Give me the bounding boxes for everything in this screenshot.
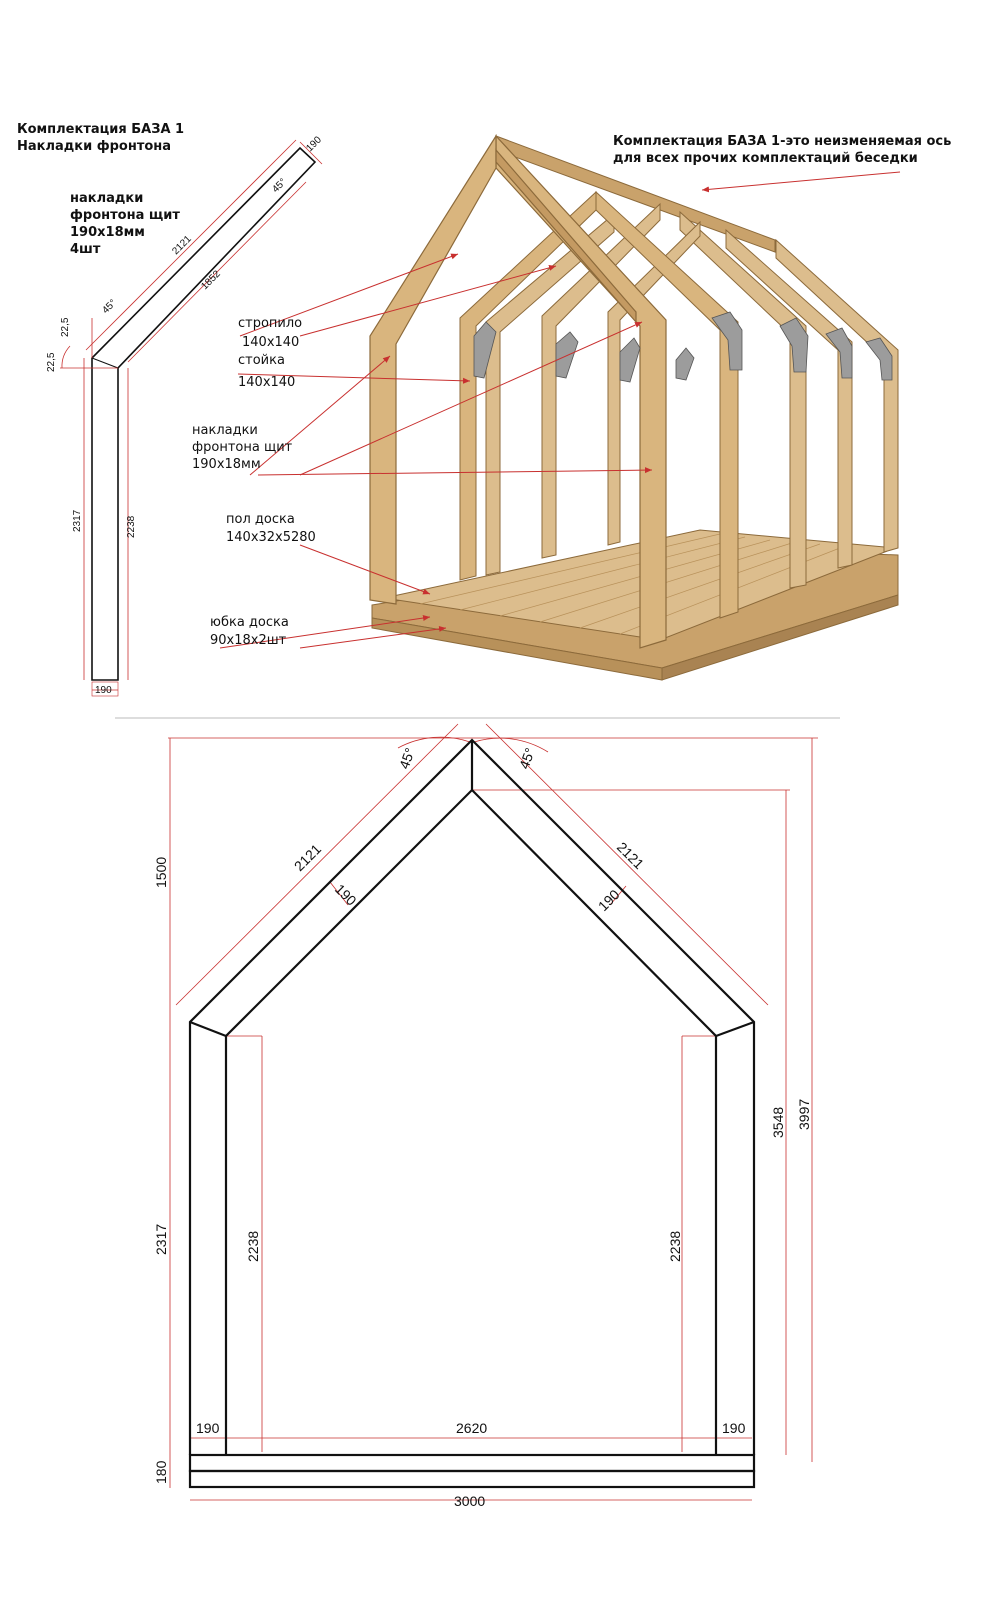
frame-3d-illustration [369, 133, 899, 681]
part-dim-angle-a: 22,5 [60, 317, 71, 337]
label-rafter-name: стропило [238, 316, 302, 331]
leader-lines [219, 171, 901, 649]
part-dim-angle-mid: 45° [100, 298, 118, 316]
front-dim-wall-height: 2317 [153, 1224, 169, 1255]
overlay-spec-line1: накладки [70, 191, 144, 206]
front-dim-left-slope: 2121 [291, 841, 324, 874]
overlay-spec-line4: 4шт [70, 242, 101, 257]
label-gable-line2: фронтона щит [192, 440, 293, 455]
front-dim-base-height: 180 [153, 1460, 169, 1484]
front-dim-roof-height: 1500 [153, 857, 169, 888]
header-right: Комплектация БАЗА 1-это неизменяемая ось… [613, 133, 951, 167]
label-floor-line2: 140х32х5280 [226, 530, 316, 545]
part-dim-width-bottom: 190 [95, 685, 112, 696]
part-dim-inner-height: 2238 [126, 515, 137, 538]
overlay-spec: накладки фронтона щит 190х18мм 4шт [70, 190, 180, 258]
front-dim-post-left: 190 [196, 1420, 220, 1436]
label-post-size: 140х140 [238, 375, 295, 390]
header-left: Комплектация БАЗА 1 Накладки фронтона [17, 121, 184, 155]
label-post-name: стойка [238, 353, 285, 368]
gable-overlay-outline [91, 146, 317, 681]
front-dim-left-width: 190 [332, 881, 360, 909]
front-dim-angle-left: 45° [396, 746, 418, 771]
front-dim-angle-right: 45° [516, 746, 538, 771]
front-dim-opening: 2620 [456, 1420, 487, 1436]
front-dim-right-inner-wall: 2238 [667, 1231, 683, 1262]
label-skirt-line2: 90х18х2шт [210, 633, 287, 648]
header-left-line1: Комплектация БАЗА 1 [17, 122, 185, 137]
label-gable-line1: накладки [192, 423, 258, 438]
front-dim-right-width: 190 [595, 886, 623, 914]
header-right-line1: Комплектация БАЗА 1-это неизменяемая ось [613, 134, 952, 149]
front-dim-total-width: 3000 [454, 1493, 485, 1509]
header-left-line2: Накладки фронтона [17, 139, 172, 154]
header-right-line2: для всех прочих комплектаций беседки [613, 151, 918, 166]
gable-overlay-part-drawing [60, 139, 323, 697]
front-dim-inner-height-total: 3548 [770, 1107, 786, 1138]
part-dim-outer-height: 2317 [72, 509, 83, 532]
front-dim-left-inner-wall: 2238 [245, 1231, 261, 1262]
overlay-spec-line3: 190х18мм [70, 225, 145, 240]
label-rafter-size: 140х140 [242, 335, 299, 350]
skirt-board-side [661, 594, 899, 681]
label-gable-line3: 190х18мм [192, 457, 261, 472]
front-dim-post-right: 190 [722, 1420, 746, 1436]
front-elevation-drawing [168, 723, 818, 1501]
part-dim-angle-b: 22,5 [46, 352, 57, 372]
front-dim-right-slope: 2121 [614, 839, 647, 872]
overlay-spec-line2: фронтона щит [70, 208, 180, 223]
front-frame [369, 133, 667, 649]
label-skirt-line1: юбка доска [210, 615, 289, 630]
front-dim-total-height: 3997 [796, 1099, 812, 1130]
steel-brackets [473, 311, 893, 383]
label-floor-line1: пол доска [226, 512, 295, 527]
part-dim-width-top: 190 [304, 134, 324, 154]
